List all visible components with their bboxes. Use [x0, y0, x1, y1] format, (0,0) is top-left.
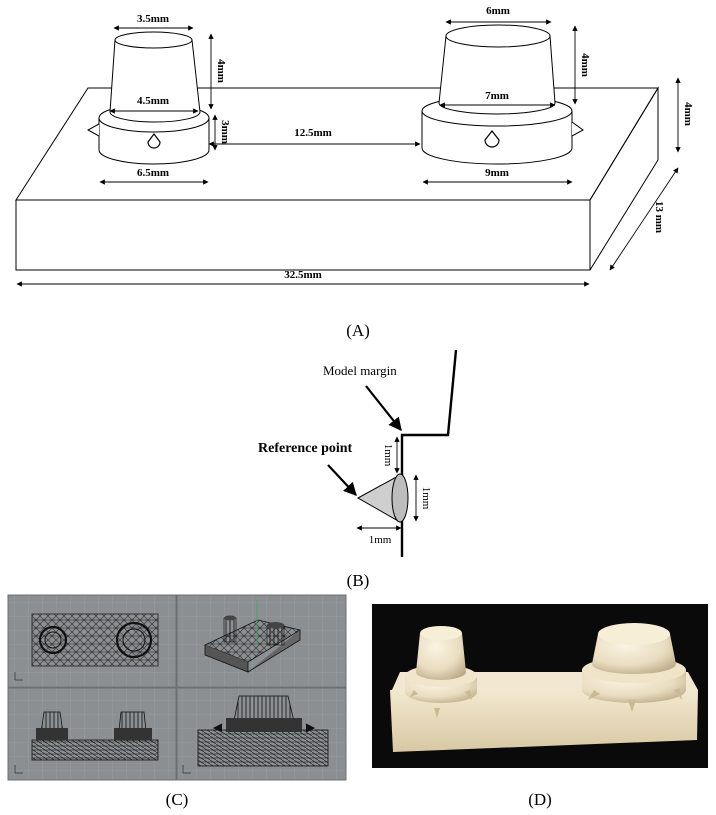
left-drop-icon	[147, 133, 161, 149]
right-cone-icon	[571, 121, 584, 137]
right-drop-icon	[484, 130, 500, 148]
reference-pointer	[327, 464, 357, 496]
cone-base	[391, 473, 409, 523]
dim-collar-left: 3mm	[219, 120, 231, 144]
plate-front	[15, 199, 591, 271]
left-cone-icon	[86, 123, 100, 137]
cad-viewport-front	[7, 687, 177, 781]
dim-vertical-label: 1mm	[382, 444, 394, 467]
panel-c: (C)	[7, 594, 347, 809]
dim-plate-depth: 13 mm	[653, 201, 665, 233]
printed-right-post	[592, 634, 676, 674]
reference-point-label: Reference point	[258, 441, 353, 456]
panel-label-a: (A)	[346, 321, 370, 340]
dim-spacing: 12.5mm	[294, 127, 332, 139]
dim-cone-height-label: 1mm	[420, 487, 432, 510]
dim-height-right-cyl: 4mm	[579, 53, 591, 77]
cad-viewport-perspective	[176, 594, 347, 688]
dim-plate-length: 32.5mm	[284, 269, 322, 281]
dim-bottom-left-cyl: 4.5mm	[137, 95, 169, 107]
panel-d: (D)	[372, 604, 708, 809]
model-margin-pointer	[365, 385, 402, 432]
dim-height-left-cyl: 4mm	[215, 59, 227, 83]
plate-side	[589, 86, 659, 271]
dim-base-left-collar: 6.5mm	[137, 167, 169, 179]
dim-horizontal-label: 1mm	[369, 534, 392, 546]
panel-a-labels: 3.5mm 4.5mm 4mm 3mm 6.5mm 12.5mm 6mm 7mm…	[137, 5, 694, 340]
dim-bottom-right-cyl: 7mm	[485, 90, 509, 102]
dim-base-right-collar: 9mm	[485, 167, 509, 179]
left-cylinder-top	[114, 31, 193, 49]
panel-label-b: (B)	[347, 571, 370, 590]
dim-top-left-cyl: 3.5mm	[137, 13, 169, 25]
cad-viewport-top	[7, 594, 177, 688]
panel-a	[15, 19, 681, 287]
right-cylinder	[438, 35, 556, 115]
dim-top-right-cyl: 6mm	[486, 5, 510, 17]
left-cylinder	[109, 39, 201, 123]
right-cylinder-top	[445, 24, 551, 48]
panel-label-d: (D)	[528, 790, 552, 809]
dim-plate-height: 4mm	[682, 102, 694, 126]
model-margin-outline	[400, 349, 458, 557]
panel-label-c: (C)	[166, 790, 189, 809]
panel-b: Model margin Reference point 1mm 1mm 1mm…	[258, 349, 458, 590]
dimension-lines	[16, 19, 681, 287]
cad-viewport-side	[176, 687, 347, 781]
printed-left-post	[416, 633, 466, 680]
model-margin-label: Model margin	[323, 363, 397, 378]
printed-plate-front	[390, 690, 698, 752]
